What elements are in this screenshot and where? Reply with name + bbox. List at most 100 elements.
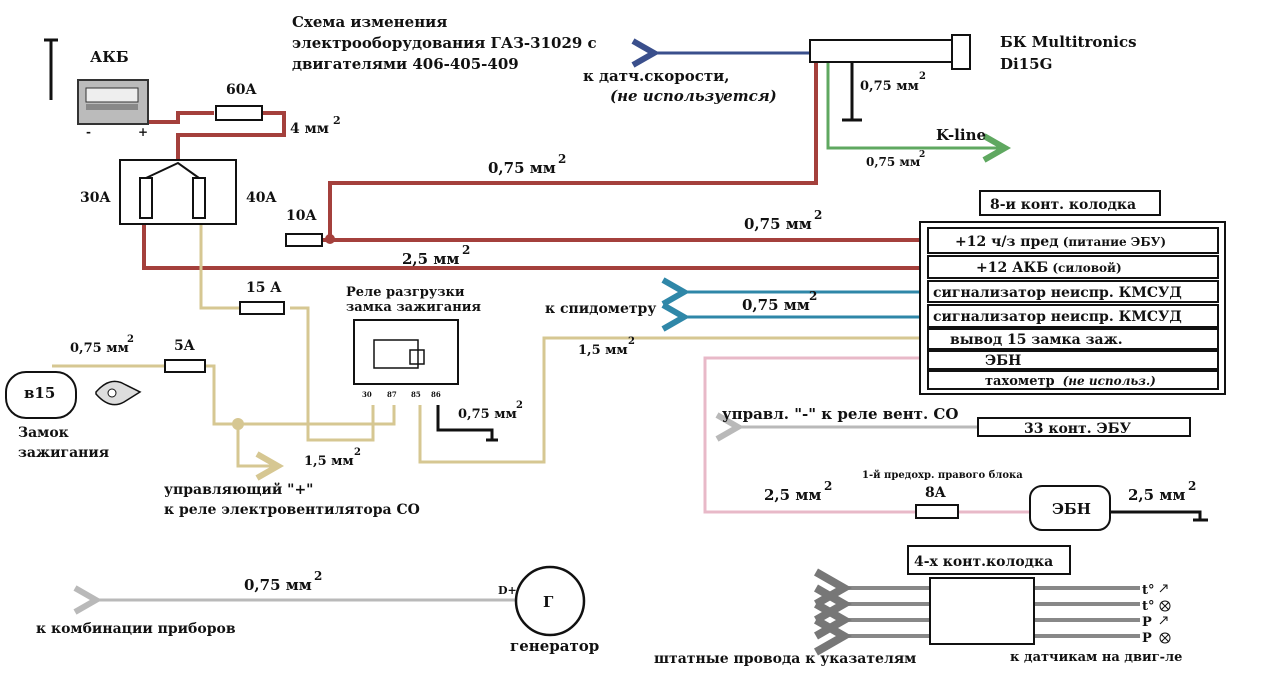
svg-text:4 мм: 4 мм — [290, 121, 329, 137]
title-line2: электрооборудования ГАЗ-31029 с — [292, 34, 597, 52]
svg-text:2: 2 — [462, 243, 470, 257]
title-line3: двигателями 406-405-409 — [292, 55, 519, 73]
svg-text:ЭБН: ЭБН — [1052, 500, 1091, 518]
ignition-wires — [52, 222, 928, 466]
connector8-row-5: вывод 15 замка заж. — [950, 332, 1123, 348]
svg-text:2: 2 — [628, 336, 635, 347]
svg-text:БК Multitronics: БК Multitronics — [1000, 33, 1137, 51]
fuse-15a — [239, 301, 285, 315]
fuse-60a — [215, 105, 263, 121]
wire-40a-to-fuse15 — [199, 222, 248, 310]
gauge-arrow-icon — [1159, 584, 1168, 593]
svg-text:2: 2 — [558, 152, 566, 166]
svg-text:8A: 8A — [925, 485, 947, 501]
svg-text:Г: Г — [543, 593, 554, 611]
connector8-row-1: +12 ч/з пред (питание ЭБУ) — [955, 234, 1166, 250]
svg-text:t°: t° — [1142, 599, 1155, 614]
svg-text:2: 2 — [1188, 479, 1196, 493]
battery-label: АКБ — [90, 48, 129, 66]
svg-text:P: P — [1142, 631, 1152, 646]
connector4-body — [929, 577, 1035, 645]
svg-text:управляющий "+": управляющий "+" — [164, 481, 313, 498]
svg-text:генератор: генератор — [510, 637, 599, 655]
svg-text:P: P — [1142, 615, 1152, 630]
svg-text:2,5 мм: 2,5 мм — [402, 250, 459, 268]
svg-text:Реле разгрузки: Реле разгрузки — [346, 285, 465, 300]
ecu33-box — [977, 417, 1191, 437]
junction-dot — [325, 234, 335, 244]
signal-wires — [684, 292, 928, 317]
power-wires — [141, 62, 928, 270]
warning-lamp-icon — [1159, 600, 1171, 612]
svg-text:Di15G: Di15G — [1000, 55, 1052, 73]
wire-fuse5-to-fan — [206, 364, 278, 466]
wire-fuse60-to-block — [176, 111, 286, 160]
svg-text:0,75 мм: 0,75 мм — [488, 159, 556, 177]
svg-text:87: 87 — [387, 390, 397, 399]
connector8-row-6: ЭБН — [985, 353, 1021, 369]
svg-text:8-и конт. колодка: 8-и конт. колодка — [990, 197, 1136, 213]
computer-unit — [809, 34, 971, 70]
svg-text:2,5 мм: 2,5 мм — [1128, 486, 1185, 504]
connector4-title-box — [907, 545, 1071, 575]
svg-text:к датч.скорости,: к датч.скорости, — [583, 67, 730, 85]
svg-text:0,75 мм: 0,75 мм — [866, 155, 921, 169]
wire-ebn — [703, 356, 1030, 514]
svg-text:2: 2 — [809, 289, 817, 303]
connector8-row-7: тахометр(не использ.) — [985, 374, 1156, 389]
svg-text:0,75 мм: 0,75 мм — [860, 79, 919, 94]
svg-text:2: 2 — [516, 400, 523, 411]
title-line1: Схема изменения — [292, 13, 447, 31]
svg-text:к датчикам на двиг-ле: к датчикам на двиг-ле — [1010, 650, 1182, 665]
svg-text:к спидометру: к спидометру — [545, 301, 656, 317]
ebn-pump — [1029, 485, 1111, 531]
battery: АКБ - + — [44, 38, 149, 139]
svg-text:управл. "-" к реле вент. СО: управл. "-" к реле вент. СО — [722, 405, 958, 423]
fuse-5a — [164, 359, 206, 373]
sensor-icons — [1159, 584, 1171, 644]
svg-text:60A: 60A — [226, 82, 257, 98]
computer-ground — [842, 62, 862, 122]
svg-text:0,75 мм: 0,75 мм — [70, 341, 129, 356]
svg-text:0,75 мм: 0,75 мм — [742, 296, 810, 314]
svg-text:2: 2 — [919, 150, 925, 160]
svg-text:40A: 40A — [246, 190, 277, 206]
connector8-row-4: сигнализатор неиспр. КМСУД — [933, 309, 1182, 325]
svg-text:Замок: Замок — [18, 425, 69, 441]
svg-text:2: 2 — [824, 479, 832, 493]
svg-text:в15: в15 — [24, 384, 55, 402]
svg-text:15 A: 15 A — [246, 280, 282, 296]
svg-text:(не используется): (не используется) — [610, 87, 777, 105]
svg-text:4-х конт.колодка: 4-х конт.колодка — [914, 554, 1053, 570]
svg-text:0,75 мм: 0,75 мм — [458, 407, 517, 422]
svg-text:85: 85 — [411, 390, 421, 399]
connector8-row-3: сигнализатор неиспр. КМСУД — [933, 285, 1182, 301]
fuse-8a — [915, 504, 959, 519]
svg-text:5A: 5A — [174, 338, 196, 354]
svg-text:1,5 мм: 1,5 мм — [304, 454, 354, 469]
svg-text:штатные провода к указателям: штатные провода к указателям — [654, 651, 916, 667]
svg-text:30: 30 — [362, 390, 372, 399]
svg-text:86: 86 — [431, 390, 441, 399]
ebn-ground — [1110, 510, 1208, 522]
svg-text:замка зажигания: замка зажигания — [346, 300, 481, 315]
relay-ground — [436, 405, 498, 442]
svg-text:2: 2 — [127, 334, 134, 345]
svg-text:t°: t° — [1142, 583, 1155, 598]
svg-text:2: 2 — [814, 208, 822, 222]
svg-text:1,5 мм: 1,5 мм — [578, 343, 628, 358]
svg-text:10A: 10A — [286, 208, 317, 224]
svg-text:2,5 мм: 2,5 мм — [764, 486, 821, 504]
svg-text:-: - — [86, 125, 91, 139]
wire-fuse15-to-relay30 — [290, 306, 375, 442]
fuse-block: 30A 40A — [80, 159, 277, 225]
junction-dot — [232, 418, 244, 430]
wire-relay85-to-pin15 — [418, 336, 928, 464]
svg-text:2: 2 — [333, 114, 341, 127]
svg-text:2: 2 — [354, 447, 361, 458]
svg-text:30A: 30A — [80, 190, 111, 206]
wire-to-relay87 — [238, 405, 396, 426]
svg-text:2: 2 — [314, 569, 322, 583]
